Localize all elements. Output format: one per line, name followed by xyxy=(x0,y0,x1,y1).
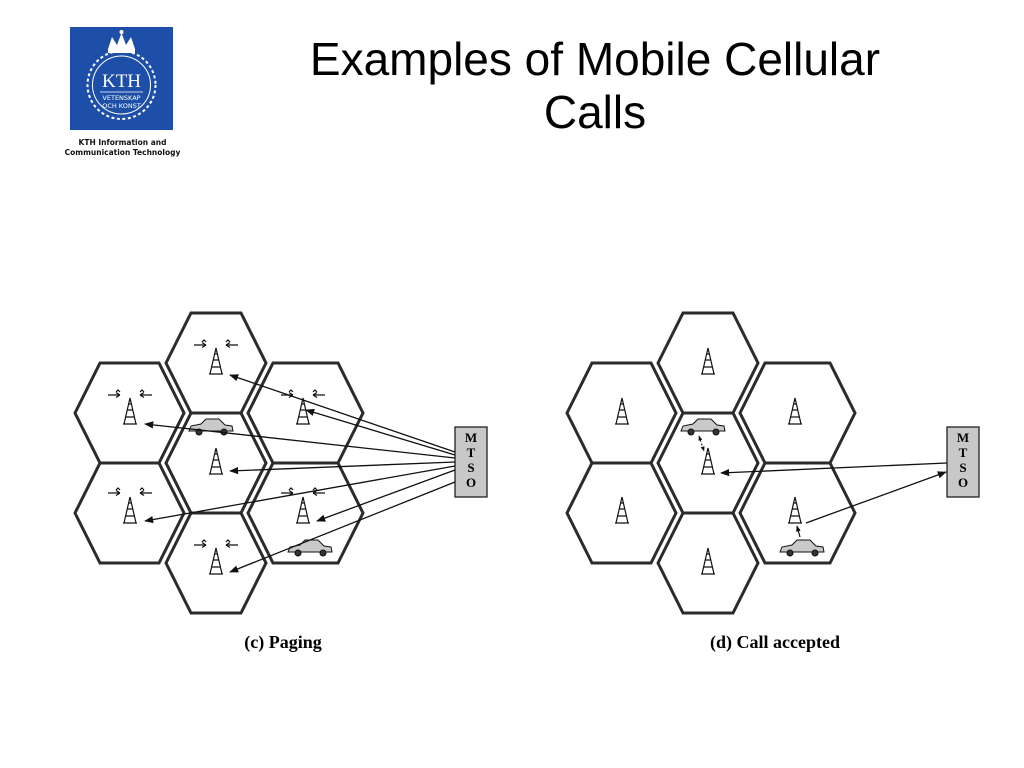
hex-cell-upper-left xyxy=(565,361,678,465)
tower-icon xyxy=(296,397,310,425)
signals-paging xyxy=(108,339,325,549)
diagram-caption-call-accepted: (d) Call accepted xyxy=(710,632,840,653)
diagram-caption-paging: (c) Paging xyxy=(244,632,321,653)
paging-arrow xyxy=(144,465,456,524)
diagram-call-accepted: M T S O (d) Call accepted xyxy=(565,311,980,653)
tower-icon xyxy=(123,496,137,524)
paging-arrow xyxy=(229,461,456,475)
logo-caption-line2: Communication Technology xyxy=(64,148,181,157)
kth-logo: KTH VETENSKAP OCH KONST xyxy=(70,27,173,130)
hex-cell-lower-right xyxy=(738,461,857,565)
hex-cell-top xyxy=(164,311,268,415)
paging-arrow xyxy=(229,481,456,573)
hex-cell-upper-right xyxy=(738,361,857,465)
logo-sub-line2: OCH KONST xyxy=(102,102,141,110)
mtso-to-center-tower-arrow xyxy=(720,462,948,477)
hex-cell-lower-right xyxy=(246,461,365,565)
tower-icon xyxy=(788,496,802,524)
mtso-letter: S xyxy=(959,460,966,475)
hex-cells-call-accepted xyxy=(565,311,857,615)
signal-icon xyxy=(194,539,238,549)
slide-title-line2: Calls xyxy=(543,86,647,138)
logo-caption-line1: KTH Information and xyxy=(78,138,167,147)
tower-icon xyxy=(209,547,223,575)
paging-arrow xyxy=(305,408,456,456)
paging-arrow xyxy=(316,469,456,522)
mtso-letter: M xyxy=(465,430,477,445)
mtso-letter: T xyxy=(959,445,968,460)
towers-call-accepted xyxy=(615,347,802,575)
mtso-letter: O xyxy=(958,475,968,490)
signal-icon xyxy=(194,339,238,349)
signal-icon xyxy=(281,389,325,399)
hex-cell-lower-left xyxy=(73,461,186,565)
signal-icon xyxy=(108,487,152,497)
car-icon xyxy=(287,539,333,557)
car-icon xyxy=(680,418,726,436)
tower-icon xyxy=(615,397,629,425)
car-icon xyxy=(188,418,234,436)
signal-icon xyxy=(108,389,152,399)
tower-icon xyxy=(615,496,629,524)
hex-cell-upper-right xyxy=(246,361,365,465)
kth-crown-wreath-emblem: KTH VETENSKAP OCH KONST xyxy=(70,27,173,130)
tower-icon xyxy=(123,397,137,425)
tower-icon xyxy=(701,347,715,375)
hex-cell-bottom xyxy=(656,511,760,615)
hex-cells-paging xyxy=(73,311,365,615)
mtso-box-paging: M T S O xyxy=(454,426,488,498)
paging-arrow xyxy=(144,421,456,459)
tower-icon xyxy=(209,347,223,375)
mtso-box-call-accepted: M T S O xyxy=(946,426,980,498)
logo-sub-line1: VETENSKAP xyxy=(102,94,140,102)
mtso-letter: M xyxy=(957,430,969,445)
car-icon xyxy=(779,539,825,557)
paging-arrow xyxy=(229,374,456,453)
tower-to-mtso-arrow xyxy=(805,471,947,524)
tower-icon xyxy=(701,547,715,575)
slide-title: Examples of Mobile Cellular Calls xyxy=(200,33,990,139)
slide-title-line1: Examples of Mobile Cellular xyxy=(309,33,881,85)
car-tower-link xyxy=(796,525,801,538)
tower-icon xyxy=(209,447,223,475)
mtso-letter: T xyxy=(467,445,476,460)
signal-icon xyxy=(281,487,325,497)
logo-caption: KTH Information and Communication Techno… xyxy=(40,138,205,158)
diagram-paging: M T S O (c) Paging xyxy=(73,311,488,653)
paging-arrows xyxy=(144,374,456,573)
logo-main-text: KTH xyxy=(102,71,141,92)
hex-cell-upper-left xyxy=(73,361,186,465)
car-tower-link xyxy=(698,435,705,452)
call-accepted-arrows xyxy=(720,462,948,524)
tower-icon xyxy=(701,447,715,475)
hex-cell-lower-left xyxy=(565,461,678,565)
tower-icon xyxy=(788,397,802,425)
hex-cell-top xyxy=(656,311,760,415)
tower-icon xyxy=(296,496,310,524)
mtso-letter: S xyxy=(467,460,474,475)
mtso-letter: O xyxy=(466,475,476,490)
towers-paging xyxy=(123,347,310,575)
